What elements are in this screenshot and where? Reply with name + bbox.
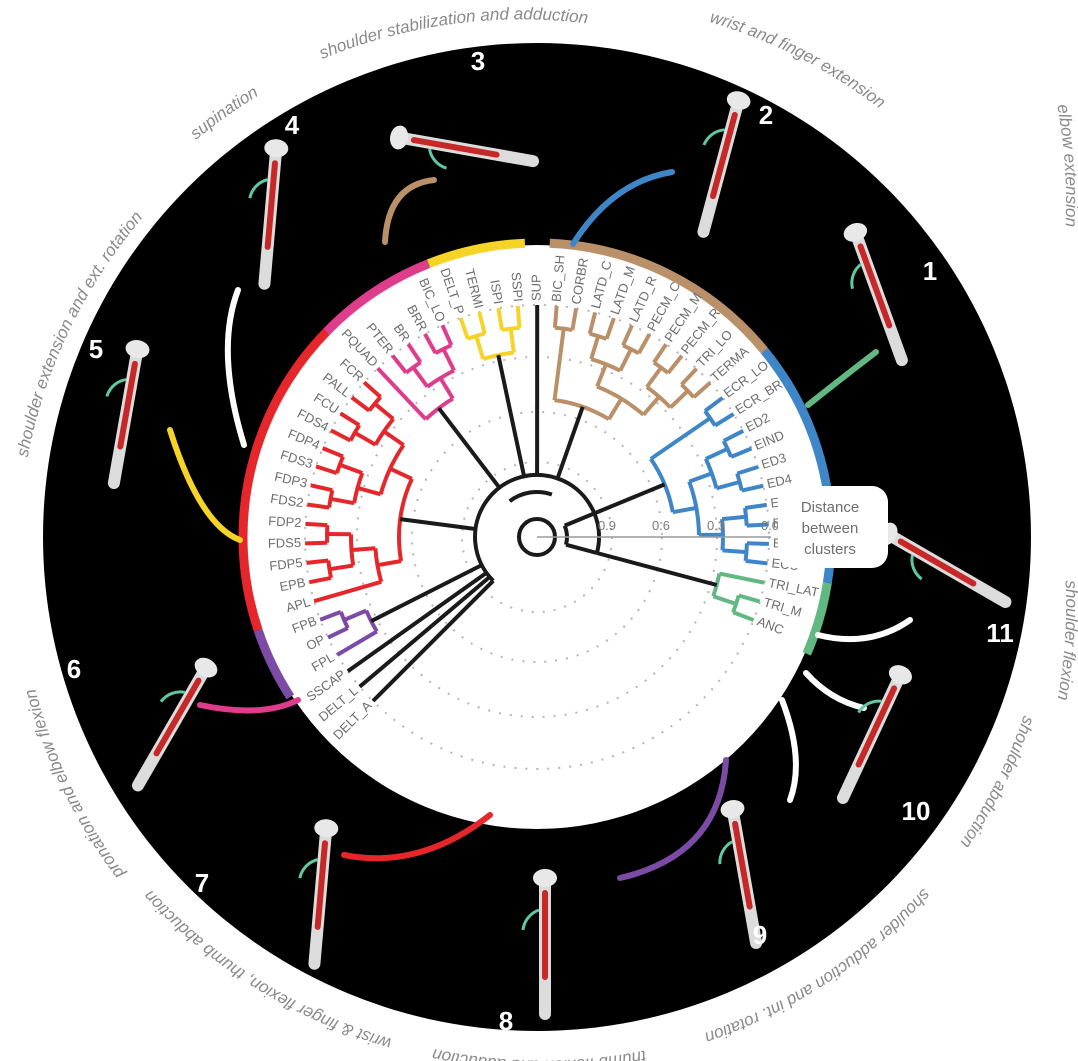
cluster-number-9: 9 — [753, 920, 767, 950]
joint-shape — [533, 869, 557, 887]
cluster-label-11: shoulder flexion — [1054, 580, 1078, 702]
branch-radial — [307, 561, 329, 563]
branch-radial — [518, 306, 520, 328]
axis-tick-0.0: 0.0 — [761, 518, 779, 533]
branch-radial — [305, 543, 327, 544]
leaf-label: FDS5 — [268, 535, 302, 551]
cluster-label-1: elbow extension — [1053, 103, 1078, 228]
leaf-label: SSPI — [509, 272, 526, 303]
cluster-label-8: thumb flexion and adduction — [430, 1045, 647, 1061]
axis-tick-0.3: 0.3 — [707, 518, 725, 533]
branch-radial — [555, 306, 557, 328]
branch-radial — [305, 524, 327, 525]
axis-title-line-1: Distance — [801, 499, 859, 516]
branch-arc — [565, 526, 567, 545]
branch-radial — [722, 517, 746, 519]
branch-radial — [723, 550, 747, 552]
branch-radial — [746, 561, 768, 564]
axis-tick-0.6: 0.6 — [652, 518, 670, 533]
axis-tick-0.9: 0.9 — [598, 518, 616, 533]
branch-radial — [352, 548, 376, 550]
cluster-number-3: 3 — [471, 46, 485, 76]
axis-title-line-2: between — [802, 520, 859, 537]
cluster-label-4: supination — [186, 82, 261, 143]
cluster-number-2: 2 — [759, 100, 773, 130]
leaf-label: SUP — [529, 274, 544, 301]
cluster-number-8: 8 — [499, 1006, 513, 1036]
leaf-label: FDP2 — [268, 513, 302, 530]
cluster-number-5: 5 — [89, 334, 103, 364]
cluster-number-7: 7 — [195, 868, 209, 898]
muscle-shape — [542, 890, 548, 980]
axis-title-line-3: clusters — [804, 541, 856, 558]
cluster-number-4: 4 — [285, 110, 300, 140]
cluster-number-6: 6 — [67, 654, 81, 684]
cluster-number-10: 10 — [902, 796, 931, 826]
cluster-number-1: 1 — [923, 256, 937, 286]
cluster-number-11: 11 — [986, 618, 1014, 648]
branch-radial — [747, 543, 769, 544]
